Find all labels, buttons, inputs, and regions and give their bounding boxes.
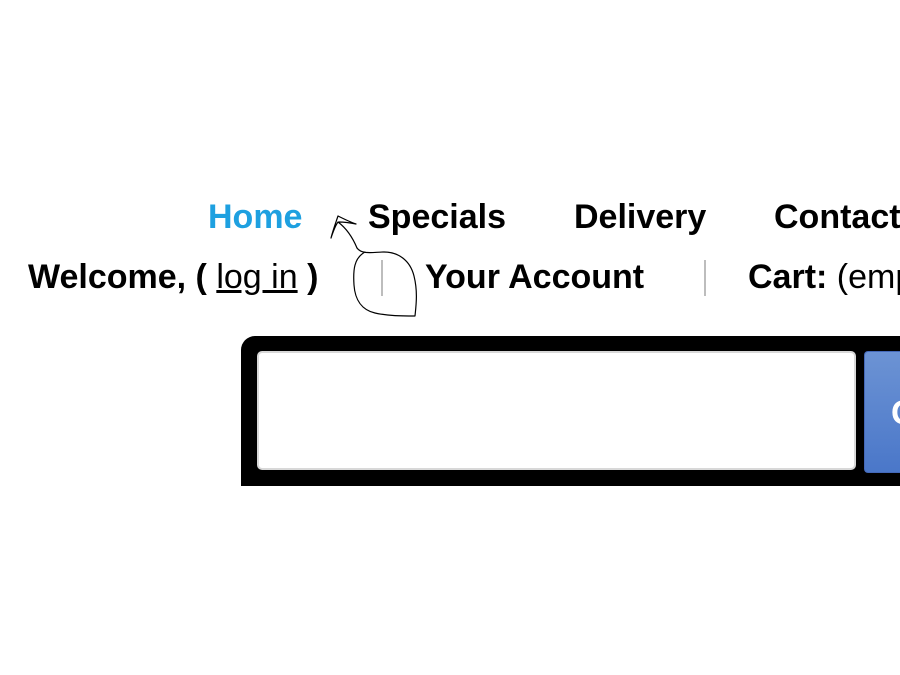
top-navigation: Home Specials Delivery Contact bbox=[0, 196, 900, 238]
login-link[interactable]: log in bbox=[216, 258, 298, 296]
nav-item-delivery[interactable]: Delivery bbox=[574, 198, 707, 236]
account-bar: Welcome, ( log in ) Your Account Cart: (… bbox=[0, 256, 900, 298]
welcome-prefix: Welcome, ( bbox=[28, 258, 207, 296]
separator-1 bbox=[381, 260, 383, 296]
welcome-text: Welcome, ( log in ) bbox=[28, 256, 318, 298]
cart-summary[interactable]: Cart: (empty) bbox=[748, 256, 900, 298]
separator-2 bbox=[704, 260, 706, 296]
nav-item-home[interactable]: Home bbox=[208, 198, 303, 236]
cart-label: Cart: bbox=[748, 258, 828, 296]
nav-item-specials[interactable]: Specials bbox=[368, 198, 506, 236]
search-button[interactable]: Go bbox=[864, 351, 900, 473]
nav-item-contact[interactable]: Contact bbox=[774, 198, 900, 236]
welcome-suffix: ) bbox=[307, 258, 319, 296]
your-account-link[interactable]: Your Account bbox=[425, 258, 645, 296]
cart-value: (empty) bbox=[836, 258, 900, 296]
search-input[interactable] bbox=[257, 351, 856, 470]
